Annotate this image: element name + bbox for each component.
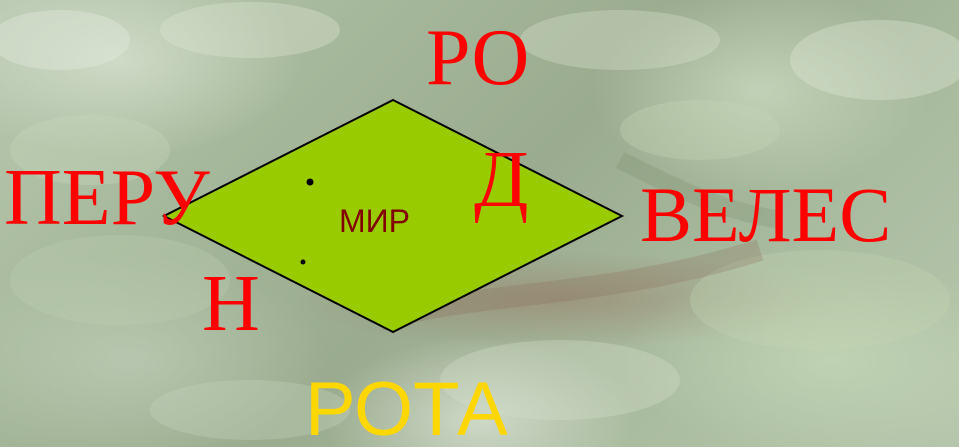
- dot-lower: [300, 259, 306, 265]
- dot-upper: [306, 178, 314, 186]
- word-veles: ВЕЛЕС: [640, 171, 892, 258]
- word-rota: РОТА: [305, 367, 508, 447]
- word-rod-bottom: Д: [474, 136, 529, 224]
- word-perun-top: ПЕРУ: [4, 154, 210, 242]
- word-mir: МИР: [339, 203, 410, 239]
- word-perun-bottom: Н: [202, 260, 260, 348]
- rhombus-shape: [161, 98, 625, 334]
- word-rod-top: РО: [426, 14, 530, 102]
